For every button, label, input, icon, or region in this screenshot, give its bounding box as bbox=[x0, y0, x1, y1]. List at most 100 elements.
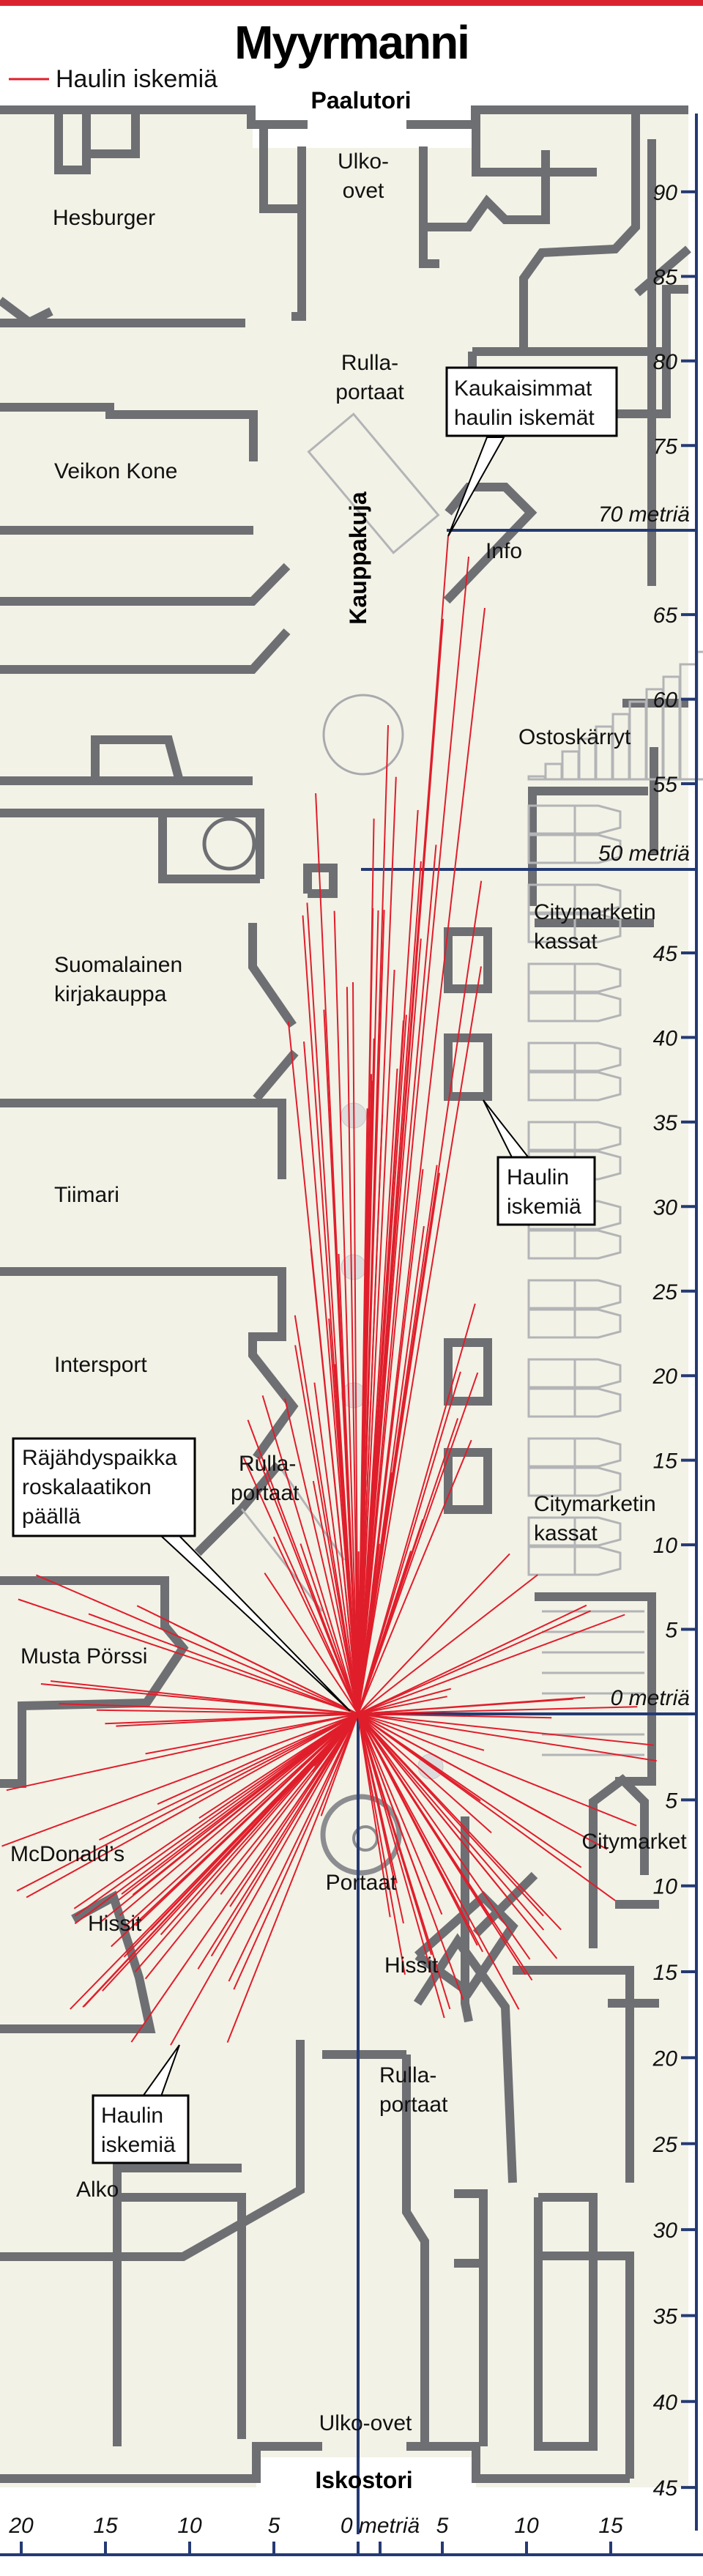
pellet-impact-line bbox=[74, 1713, 359, 1925]
pellet-impact-line bbox=[157, 1713, 359, 1805]
pellet-impact-line bbox=[357, 1713, 531, 1960]
place-paalutori: Paalutori bbox=[311, 87, 412, 114]
label-hissit-right: Hissit bbox=[384, 1953, 439, 1978]
pellet-impact-line bbox=[16, 1713, 359, 1892]
label-citymarketin-kassat-2a: Citymarketin bbox=[534, 1492, 656, 1516]
label-citymarketin-kassat-1b: kassat bbox=[534, 929, 598, 954]
pellet-impact-line bbox=[357, 1418, 459, 1715]
pellet-impact-line bbox=[261, 1395, 359, 1715]
pellet-impact-line bbox=[357, 1553, 510, 1715]
label-alko: Alko bbox=[76, 2178, 119, 2202]
page-title: Myyrmanni bbox=[234, 16, 469, 69]
label-citymarketin-kassat-1a: Citymarketin bbox=[534, 900, 656, 924]
pellet-impact-line bbox=[357, 1713, 391, 1918]
checkout-counter bbox=[527, 1358, 622, 1418]
callout-farthest-box bbox=[445, 366, 618, 437]
label-ulko-ovet-top-2: ovet bbox=[343, 179, 384, 203]
pellet-impact-line bbox=[357, 1610, 591, 1715]
scale-tick-label: 10 bbox=[653, 1534, 678, 1558]
iskostori-plaza bbox=[256, 2457, 476, 2490]
scale-tick-label: 75 bbox=[653, 434, 678, 459]
scale-tick-label: 55 bbox=[653, 773, 678, 797]
scale-tick-label: 85 bbox=[653, 265, 678, 289]
pellet-impact-line bbox=[294, 1345, 359, 1715]
checkout-counter bbox=[527, 883, 622, 943]
pellet-impact-line bbox=[346, 987, 359, 1715]
pellet-impact-line bbox=[357, 1713, 544, 1917]
label-suomalainen-1: Suomalainen bbox=[54, 953, 182, 977]
pellet-impact-line bbox=[357, 1068, 398, 1715]
scale-tick-label: 35 bbox=[653, 2304, 678, 2328]
place-kauppakuja: Kauppakuja bbox=[345, 491, 371, 625]
spiral-stair-portaat bbox=[320, 1794, 402, 1876]
pellet-impact-line bbox=[357, 1477, 393, 1715]
pellet-impact-line bbox=[357, 1713, 492, 1833]
pellet-impact-line bbox=[295, 1713, 359, 1805]
scale-tick-label: 10 bbox=[514, 2514, 539, 2538]
scale-tick-label: 20 bbox=[652, 1365, 678, 1389]
pellet-impact-line bbox=[357, 1713, 478, 1946]
pellet-impact-line bbox=[242, 1457, 359, 1715]
pellet-impact-line bbox=[320, 1713, 359, 1816]
pellet-impact-line bbox=[357, 1706, 638, 1715]
label-hissit-left: Hissit bbox=[88, 1912, 142, 1936]
shopping-cart-row bbox=[696, 650, 703, 781]
scale-tick-label: 30 bbox=[653, 1195, 678, 1220]
scale-tick-label: 20 bbox=[8, 2514, 34, 2538]
pellet-impact-line bbox=[40, 1683, 359, 1715]
pellet-impact-line bbox=[357, 1604, 587, 1715]
pellet-impact-line bbox=[357, 1574, 538, 1715]
pellet-impact-line bbox=[357, 966, 482, 1715]
scale-tick-label: 5 bbox=[665, 1619, 677, 1643]
checkout-counter bbox=[527, 804, 622, 864]
pellet-impact-line bbox=[284, 1398, 359, 1715]
pellet-impact-line bbox=[198, 1713, 359, 1819]
scale-tick-label: 10 bbox=[177, 2514, 202, 2538]
scale-tick-label: 40 bbox=[653, 1026, 678, 1050]
pellet-impact-line bbox=[357, 1400, 369, 1715]
pellet-impact-line bbox=[124, 1713, 359, 1928]
pellet-impact-line bbox=[357, 1614, 625, 1715]
pellet-impact-line bbox=[111, 1713, 359, 1948]
scale-tick-label: 45 bbox=[653, 2476, 678, 2501]
pellet-impact-line bbox=[357, 1713, 445, 2019]
place-iskostori: Iskostori bbox=[315, 2467, 412, 2493]
label-rullaportaat-mid-1: Rulla- bbox=[239, 1452, 296, 1476]
pellet-impact-line bbox=[357, 556, 469, 1715]
pellet-impact-line bbox=[233, 1713, 359, 1990]
spiral-stair-small bbox=[202, 817, 256, 871]
scale-label-0: 0 metriä bbox=[611, 1686, 690, 1710]
pellet-impact-line bbox=[357, 1713, 406, 1975]
pellet-impact-line bbox=[357, 1713, 608, 1850]
pellet-impact-line bbox=[357, 1713, 443, 1915]
pellet-impact-line bbox=[357, 1713, 545, 1931]
pellet-impact-line bbox=[278, 1713, 359, 1802]
label-citymarketin-kassat-2b: kassat bbox=[534, 1521, 598, 1545]
callout-farthest-line-1: Kaukaisimmat bbox=[454, 376, 592, 401]
pellet-impact-line bbox=[357, 1038, 375, 1715]
pellet-impact-line bbox=[357, 1713, 451, 2010]
checkout-counter bbox=[527, 962, 622, 1022]
pellet-impact-line bbox=[357, 1303, 476, 1715]
pellet-impact-line bbox=[357, 1713, 427, 1900]
vertical-scale-ticks: 9085807565605545403530252015105510152025… bbox=[652, 181, 696, 2501]
pellet-impact-line bbox=[300, 1543, 359, 1715]
label-ulko-ovet-top-1: Ulko- bbox=[338, 149, 389, 174]
pellet-impact-line bbox=[18, 1598, 359, 1715]
checkout-counter bbox=[527, 1042, 622, 1102]
pellet-impact-line bbox=[220, 1713, 359, 1896]
callout-blast-line-2: roskalaatikon bbox=[22, 1475, 152, 1499]
pellet-impact-line bbox=[96, 1709, 359, 1715]
pellet-impact-line bbox=[357, 1014, 407, 1715]
scale-tick-label: 5 bbox=[436, 2514, 449, 2538]
label-rullaportaat-top-2: portaat bbox=[335, 380, 404, 404]
pellet-impact-line bbox=[228, 1713, 359, 1982]
pellet-impact-line bbox=[333, 910, 359, 1715]
callout-blast-line-3: päällä bbox=[22, 1504, 81, 1529]
label-musta-porssi: Musta Pörssi bbox=[21, 1644, 147, 1669]
pellet-impact-line bbox=[357, 970, 395, 1715]
callout-blast-line-1: Räjähdyspaikka bbox=[22, 1446, 177, 1470]
callout-hits-left-box bbox=[92, 2094, 190, 2164]
pellet-impact-line bbox=[357, 938, 422, 1715]
